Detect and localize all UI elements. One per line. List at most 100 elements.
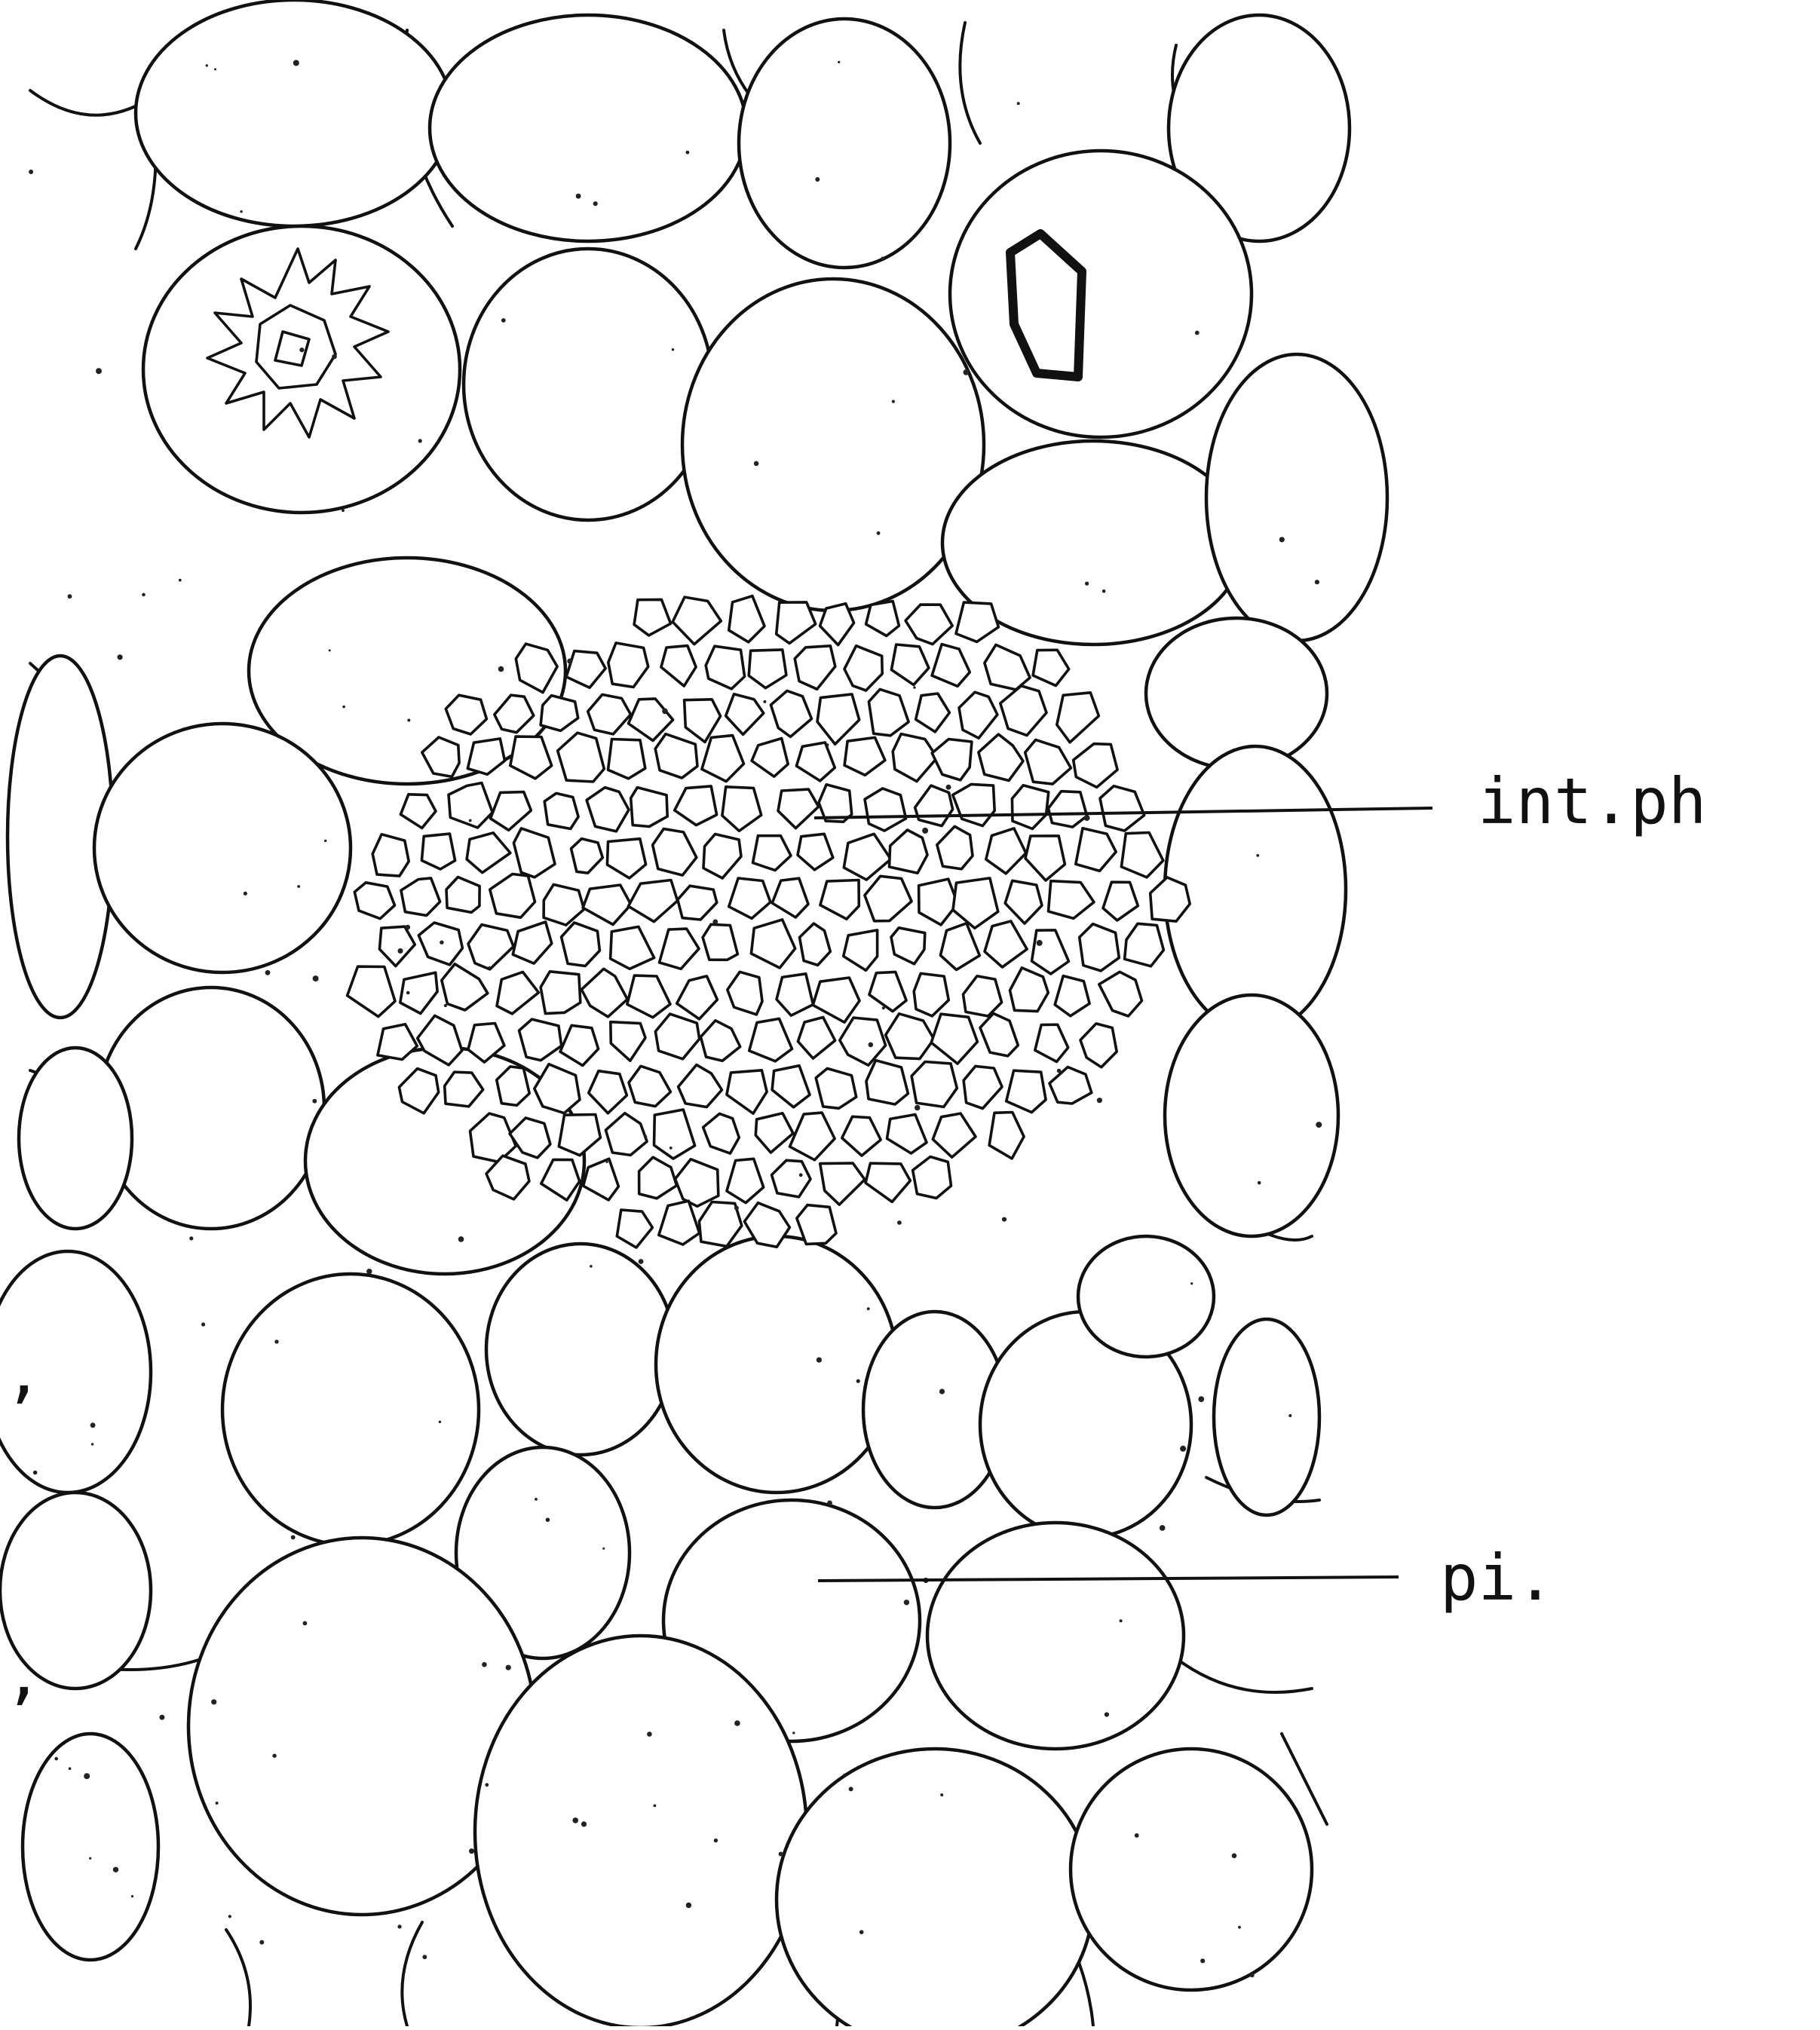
stipple-dot <box>216 1802 219 1805</box>
stipple-dot <box>444 1004 447 1007</box>
phloem-cell <box>400 795 436 828</box>
phloem-cell <box>749 1018 792 1061</box>
stipple-dot <box>647 1731 652 1737</box>
phloem-cell <box>589 1071 627 1113</box>
parenchyma-cell <box>1206 354 1387 641</box>
parenchyma-cell <box>430 15 746 241</box>
stipple-dot <box>1017 102 1020 105</box>
phloem-cell <box>1125 923 1164 966</box>
phloem-cell <box>611 926 654 969</box>
phloem-cell <box>893 734 937 782</box>
phloem-cell <box>886 1014 934 1059</box>
phloem-cell <box>491 792 532 831</box>
stipple-dot <box>1135 1833 1139 1838</box>
phloem-cell <box>777 974 813 1015</box>
stipple-dot <box>422 1955 427 1959</box>
stipple-dot <box>672 348 674 351</box>
phloem-cell <box>558 733 605 782</box>
stipple-dot <box>799 1173 803 1177</box>
stipple-dot <box>469 1848 474 1854</box>
stipple-dot <box>1084 815 1090 821</box>
stipple-dot <box>1160 1525 1166 1531</box>
stipple-dot <box>342 706 345 709</box>
parenchyma-cell <box>94 724 351 972</box>
phloem-cell <box>513 828 555 877</box>
int-ph-label: int.ph <box>1478 764 1706 838</box>
phloem-cell <box>1049 1067 1092 1104</box>
phloem-cell <box>467 739 504 774</box>
stipple-dot <box>859 1930 864 1934</box>
phloem-cell <box>490 874 535 918</box>
phloem-cell <box>964 976 1002 1016</box>
stipple-dot <box>272 1754 276 1758</box>
phloem-cell <box>914 973 948 1016</box>
phloem-cell <box>796 742 835 781</box>
phloem-cell <box>1080 1024 1117 1067</box>
phloem-cell <box>655 1014 699 1059</box>
parenchyma-cell <box>1146 618 1327 769</box>
parenchyma-cell <box>1165 746 1346 1033</box>
phloem-cell <box>1005 880 1042 923</box>
phloem-cell <box>980 1013 1018 1056</box>
phloem-cell <box>979 734 1023 780</box>
phloem-cell <box>1049 881 1095 919</box>
phloem-cell <box>752 739 788 777</box>
stipple-dot <box>1085 582 1089 586</box>
phloem-cell <box>1103 882 1138 920</box>
phloem-cell <box>913 1157 951 1199</box>
stipple-dot <box>843 1774 845 1776</box>
stipple-dot <box>506 1665 511 1670</box>
phloem-cell <box>844 646 882 690</box>
phloem-cell <box>840 1018 886 1065</box>
phloem-cell <box>562 923 600 966</box>
phloem-cell <box>706 646 744 689</box>
stipple-dot <box>501 318 506 323</box>
stipple-dot <box>1105 1712 1109 1716</box>
stipple-dot <box>946 785 951 790</box>
stipple-dot <box>686 151 690 155</box>
phloem-cell <box>820 880 859 920</box>
phloem-cell <box>772 1066 810 1107</box>
stipple-dot <box>593 201 598 206</box>
stipple-dot <box>606 1161 608 1163</box>
stipple-dot <box>1057 1069 1062 1073</box>
phloem-cell <box>726 694 764 735</box>
stipple-dot <box>366 1269 372 1274</box>
phloem-cell <box>1055 976 1089 1016</box>
stipple-dot <box>113 1867 118 1872</box>
phloem-cell <box>544 793 578 828</box>
stipple-dot <box>299 348 304 352</box>
stipple-dot <box>669 1147 673 1150</box>
phloem-cell <box>865 876 912 921</box>
phloem-cell <box>587 788 629 831</box>
phloem-cell <box>703 834 741 879</box>
stipple-dot <box>1200 1958 1205 1963</box>
phloem-cell <box>891 645 929 685</box>
parenchyma-cell <box>1214 1319 1319 1515</box>
phloem-cell <box>639 1157 677 1199</box>
phloem-cell <box>842 1116 881 1156</box>
stipple-dot <box>312 1099 317 1104</box>
stipple-dot <box>297 885 300 888</box>
phloem-cell <box>560 1025 599 1065</box>
phloem-cell <box>676 1159 719 1207</box>
phloem-cell <box>866 602 899 636</box>
phloem-cell <box>795 646 835 690</box>
parenchyma-cell <box>656 1236 897 1493</box>
stipple-dot <box>639 1259 644 1264</box>
stipple-dot <box>572 1817 578 1823</box>
stipple-dot <box>567 659 572 664</box>
phloem-cell <box>703 924 737 960</box>
stipple-dot <box>763 700 766 703</box>
phloem-cell <box>510 736 552 779</box>
phloem-cell <box>566 651 605 688</box>
phloem-cell <box>778 789 819 828</box>
stipple-dot <box>779 1852 783 1857</box>
parenchyma-cell <box>486 1244 675 1455</box>
phloem-cell <box>1032 930 1069 974</box>
stipple-dot <box>274 1340 278 1343</box>
stipple-dot <box>734 1206 739 1211</box>
stipple-dot <box>1316 1122 1322 1128</box>
stipple-dot <box>293 60 299 66</box>
phloem-cell <box>584 1159 619 1200</box>
